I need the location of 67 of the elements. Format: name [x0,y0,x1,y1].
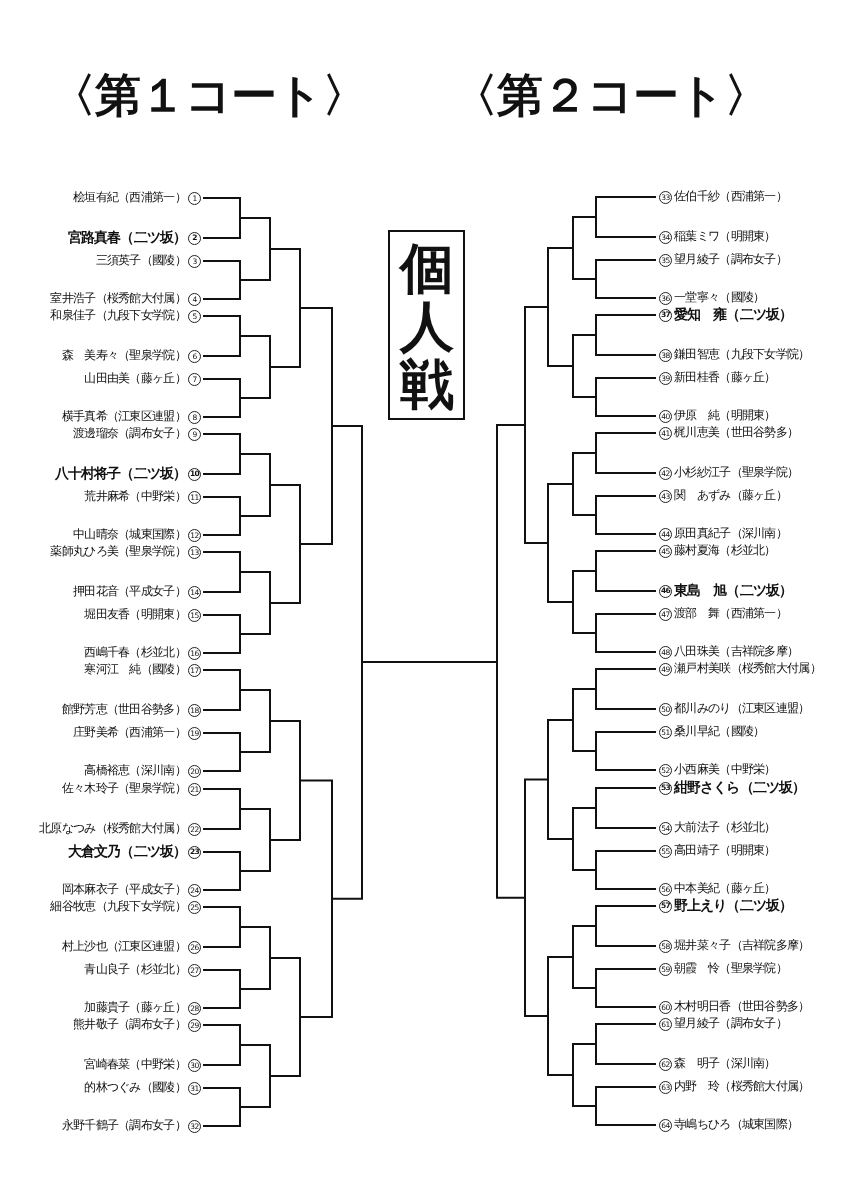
player-name: 山田由美（藤ヶ丘） [84,372,186,384]
player-name: 堀田友香（明開東） [84,608,186,620]
player-name: 藤村夏海（杉並北） [674,544,776,556]
player-name: 稲葉ミワ（明開東） [674,230,776,242]
player-name: 佐伯千紗（西浦第一） [674,190,787,202]
player-name: 桑川早紀（國陵） [674,725,765,737]
player-name: 横手真希（江東区連盟） [61,410,186,422]
player-name: 小杉紗江子（聖泉学院） [674,466,799,478]
player-name: 内野 玲（桜秀館大付属） [674,1080,810,1092]
player-name: 宮路真春（二ツ坂） [68,230,186,244]
player-name: 瀬戸村美咲（桜秀館大付属） [674,662,821,674]
event-title-box: 個人戦 [388,230,465,420]
player-name: 朝霞 怜（聖泉学院） [674,962,787,974]
player-name: 大倉文乃（二ツ坂） [68,844,186,858]
player-name: 岡本麻衣子（平成女子） [61,883,186,895]
player-name: 館野芳恵（世田谷勢多） [61,703,186,715]
court-heading: 〈第２コート〉 [452,72,769,118]
player-name: 原田真紀子（深川南） [674,527,787,539]
player-name: 都川みのり（江東区連盟） [674,702,810,714]
player-name: 野上えり（二ツ坂） [674,898,792,912]
player-name: 寺嶋ちひろ（城東国際） [674,1118,799,1130]
player-name: 森 美寿々（聖泉学院） [61,349,186,361]
player-name: 庄野美希（西浦第一） [73,726,186,738]
player-name: 中山晴奈（城東国際） [73,528,186,540]
player-name: 佐々木玲子（聖泉学院） [61,782,186,794]
player-name: 三須英子（國陵） [95,254,186,266]
player-name: 八十村将子（二ツ坂） [55,466,186,480]
player-name: 関 あずみ（藤ヶ丘） [674,489,787,501]
player-name: 小西麻美（中野栄） [674,763,776,775]
player-name: 高橋裕恵（深川南） [84,764,186,776]
player-name: 桧垣有紀（西浦第一） [73,191,186,203]
player-name: 室井浩子（桜秀館大付属） [50,292,186,304]
player-name: 木村明日香（世田谷勢多） [674,1000,810,1012]
player-name: 八田珠美（吉祥院多摩） [674,645,799,657]
player-name: 新田桂香（藤ヶ丘） [674,371,776,383]
player-name: 西嶋千春（杉並北） [84,646,186,658]
player-name: 梶川恵美（世田谷勢多） [674,426,799,438]
player-name: 一堂寧々（國陵） [674,291,765,303]
player-name: 薬師丸ひろ美（聖泉学院） [50,545,186,557]
player-name: 鎌田智恵（九段下女学院） [674,348,810,360]
player-name: 望月綾子（調布女子） [674,253,787,265]
player-name: 渡部 舞（西浦第一） [674,607,787,619]
player-name: 寒河江 純（國陵） [84,663,186,675]
player-name: 加藤貴子（藤ヶ丘） [84,1001,186,1013]
player-name: 北原なつみ（桜秀館大付属） [39,822,186,834]
player-name: 高田靖子（明開東） [674,844,776,856]
player-name: 熊井敬子（調布女子） [73,1018,186,1030]
player-name: 押田花音（平成女子） [73,585,186,597]
player-name: 青山良子（杉並北） [84,963,186,975]
court-heading: 〈第１コート〉 [50,72,367,118]
player-name: 堀井菜々子（吉祥院多摩） [674,939,810,951]
player-name: 大前法子（杉並北） [674,821,776,833]
player-name: 村上沙也（江東区連盟） [61,940,186,952]
player-name: 望月綾子（調布女子） [674,1017,787,1029]
player-name: 的林つぐみ（國陵） [84,1081,186,1093]
player-name: 東島 旭（二ツ坂） [674,583,792,597]
player-name: 愛知 雍（二ツ坂） [674,307,792,321]
player-name: 森 明子（深川南） [674,1057,776,1069]
player-name: 伊原 純（明開東） [674,409,776,421]
player-name: 中本美紀（藤ヶ丘） [674,882,776,894]
player-name: 宮崎春菜（中野栄） [84,1058,186,1070]
player-name: 永野千鶴子（調布女子） [61,1119,186,1131]
player-name: 細谷牧恵（九段下女学院） [50,900,186,912]
player-name: 和泉佳子（九段下女学院） [50,309,186,321]
player-name: 渡邊瑠奈（調布女子） [73,427,186,439]
player-name: 荒井麻希（中野栄） [84,490,186,502]
player-name: 紺野さくら（二ツ坂） [674,780,805,794]
